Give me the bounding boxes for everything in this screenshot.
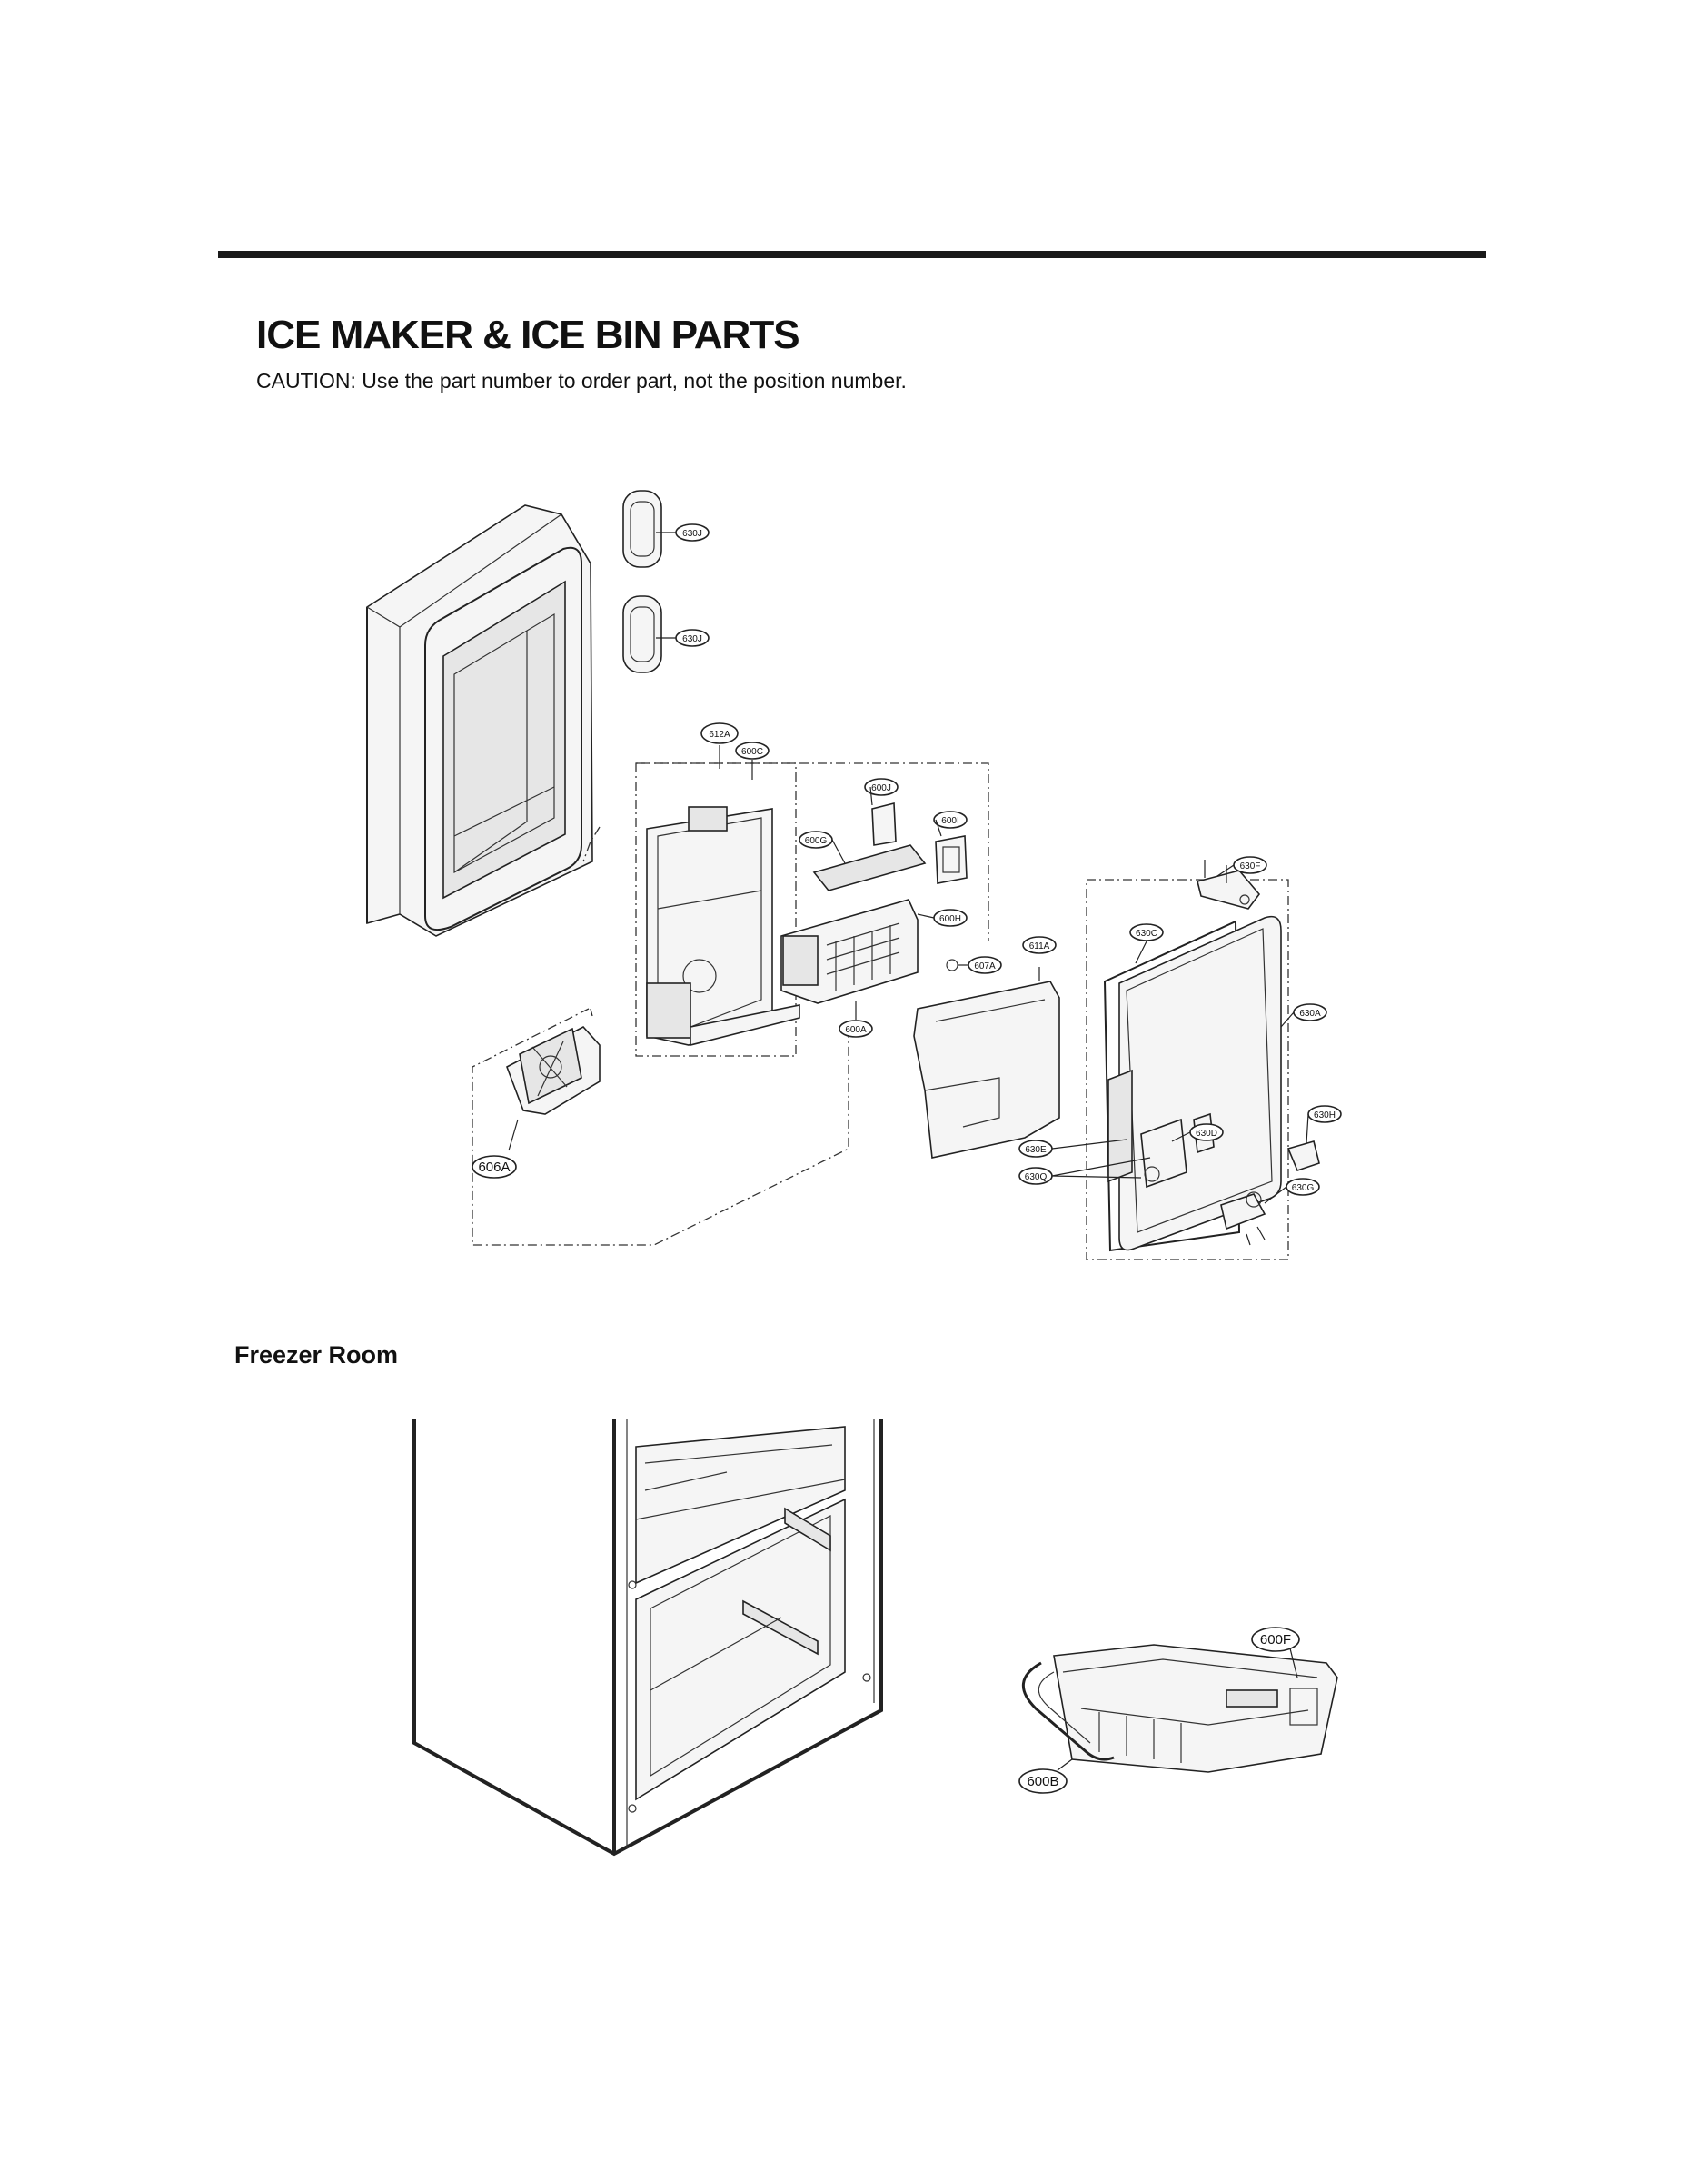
- callout-630f: 630F: [1233, 856, 1267, 874]
- door-frame-drawing: [366, 504, 593, 937]
- callout-630j-top: 630J: [675, 523, 710, 542]
- svg-text:630G: 630G: [1292, 1183, 1315, 1193]
- svg-text:600C: 600C: [741, 747, 763, 757]
- callout-630e: 630E: [1018, 1140, 1053, 1158]
- svg-text:630C: 630C: [1136, 929, 1157, 939]
- callout-607a: 607A: [968, 956, 1002, 974]
- svg-text:600I: 600I: [941, 816, 958, 826]
- callout-630j-bottom: 630J: [675, 629, 710, 647]
- caution-note: CAUTION: Use the part number to order pa…: [256, 369, 907, 393]
- callout-leader-lines: [831, 786, 1309, 1204]
- svg-text:600B: 600B: [1027, 1774, 1058, 1789]
- callout-611a: 611A: [1022, 936, 1057, 954]
- svg-text:630J: 630J: [682, 529, 702, 539]
- callout-612a: 612A: [700, 722, 739, 744]
- callout-600c: 600C: [735, 742, 770, 760]
- svg-text:600A: 600A: [845, 1025, 867, 1035]
- section-label-freezer-room: Freezer Room: [234, 1341, 399, 1369]
- svg-text:607A: 607A: [974, 961, 996, 971]
- header-rule: [218, 251, 1486, 258]
- svg-text:600H: 600H: [939, 914, 961, 924]
- svg-text:630J: 630J: [682, 634, 702, 644]
- callout-600i: 600I: [933, 811, 968, 829]
- svg-text:630A: 630A: [1299, 1009, 1321, 1019]
- callout-606a: 606A: [472, 1155, 517, 1179]
- svg-text:612A: 612A: [709, 730, 730, 740]
- callout-600b: 600B: [1018, 1768, 1068, 1794]
- callout-600g: 600G: [799, 831, 833, 849]
- dispenser-mechanism-drawing: [506, 1008, 601, 1151]
- callout-630q: 630Q: [1018, 1167, 1053, 1185]
- callout-630h: 630H: [1307, 1105, 1342, 1123]
- svg-text:630D: 630D: [1196, 1129, 1217, 1139]
- callout-600a: 600A: [839, 1020, 873, 1038]
- ice-maker-assembly-drawing: [780, 802, 970, 1004]
- callout-630g: 630G: [1286, 1178, 1320, 1196]
- hinge-parts-drawing: [1197, 860, 1320, 1246]
- gasket-rings-drawing: [622, 490, 680, 673]
- ice-maker-unit-drawing: [1021, 1644, 1338, 1773]
- svg-text:606A: 606A: [478, 1160, 510, 1175]
- ice-bin-door-drawing: [1103, 915, 1282, 1252]
- svg-text:600G: 600G: [805, 836, 828, 846]
- callout-630d: 630D: [1189, 1123, 1224, 1141]
- callout-600h: 600H: [933, 909, 968, 927]
- freezer-cabinet-drawing: [412, 1419, 883, 1857]
- ice-maker-bracket-drawing: [646, 745, 800, 1047]
- callout-630c: 630C: [1129, 923, 1164, 941]
- callout-600f: 600F: [1251, 1627, 1300, 1652]
- page-title: ICE MAKER & ICE BIN PARTS: [256, 313, 800, 357]
- svg-text:630H: 630H: [1314, 1110, 1336, 1120]
- callout-600j: 600J: [864, 778, 899, 796]
- svg-text:611A: 611A: [1029, 941, 1050, 951]
- ice-bin-drawing: [913, 967, 1060, 1159]
- svg-text:630Q: 630Q: [1025, 1172, 1048, 1182]
- svg-text:630F: 630F: [1240, 861, 1261, 871]
- callout-630a: 630A: [1293, 1003, 1327, 1021]
- svg-text:630E: 630E: [1025, 1145, 1047, 1155]
- svg-text:600F: 600F: [1260, 1632, 1291, 1648]
- svg-text:600J: 600J: [871, 783, 891, 793]
